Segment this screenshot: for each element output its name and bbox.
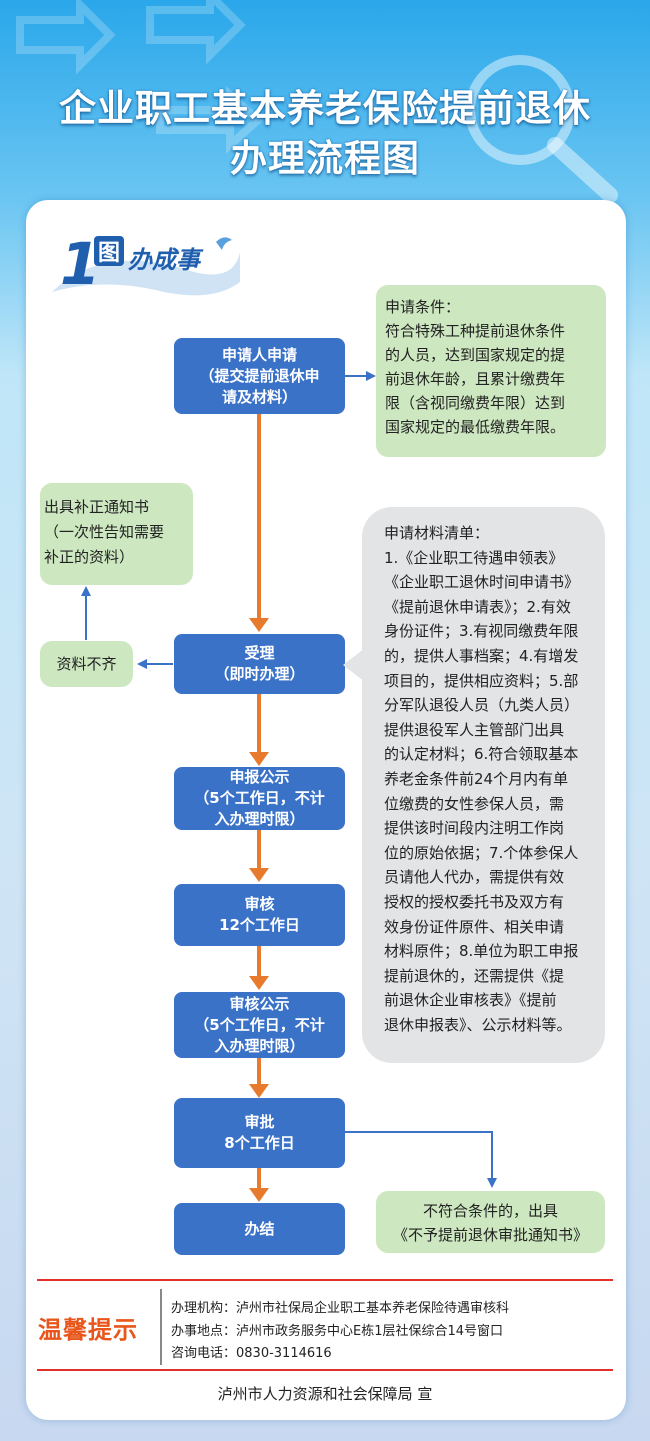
conditions-line: 国家规定的最低缴费年限。 [385, 418, 566, 436]
conditions-line: 的人员，达到国家规定的提 [385, 346, 566, 364]
materials-line: 提供退役军人主管部门出具 [384, 720, 565, 739]
materials-line: 的认定材料；6.符合领取基本 [384, 745, 579, 764]
correction-line: 出具补正通知书 [44, 498, 150, 516]
materials-line: 养老金条件前24个月内有单 [384, 769, 569, 788]
step-apply-line2: （提交提前退休申 [199, 366, 320, 385]
step-accept: 受理 （即时办理） [174, 634, 345, 694]
materials-line: 效身份证件原件、相关申请 [384, 917, 565, 936]
rejection-note: 不符合条件的，出具 《不予提前退休审批通知书》 [376, 1191, 605, 1253]
step-report-line1: 申报公示 [229, 768, 290, 786]
tips-bottom-divider [37, 1369, 613, 1371]
one-picture-logo: 1 图 办成事 [52, 230, 240, 298]
tips-location: 办事地点：泸州市政务服务中心E栋1层社保综合14号窗口 [171, 1324, 504, 1339]
materials-line: 授权的授权委托书及双方有 [384, 892, 565, 911]
step-review-publicity-line2: （5个工作日，不计 [194, 1015, 325, 1034]
materials-line: 员请他人代办，需提供有效 [384, 868, 565, 887]
step-accept-line1: 受理 [244, 644, 275, 662]
step-accept-line2: （即时办理） [214, 665, 305, 683]
conditions-line: 符合特殊工种提前退休条件 [385, 322, 566, 340]
correction-line: （一次性告知需要 [44, 523, 165, 541]
materials-line: 1.《企业职工待遇申领表》 [384, 548, 564, 567]
tips-agency: 办理机构：泸州市社保局企业职工基本养老保险待遇审核科 [171, 1301, 510, 1316]
step-review-line1: 审核 [244, 895, 275, 913]
step-review: 审核 12个工作日 [174, 884, 345, 946]
step-approve: 审批 8个工作日 [174, 1098, 345, 1168]
tips-separator [160, 1289, 162, 1365]
step-apply: 申请人申请 （提交提前退休申 请及材料） [174, 338, 345, 414]
footer-publisher: 泸州市人力资源和社会保障局 宣 [217, 1385, 433, 1403]
correction-line: 补正的资料） [44, 548, 135, 566]
rejection-line: 不符合条件的，出具 [422, 1202, 558, 1220]
correction-note: 出具补正通知书 （一次性告知需要 补正的资料） [40, 483, 193, 585]
step-review-line2: 12个工作日 [219, 916, 300, 934]
step-finish-line1: 办结 [244, 1219, 275, 1238]
step-review-publicity-line3: 入办理时限） [214, 1036, 305, 1055]
rejection-line: 《不予提前退休审批通知书》 [392, 1226, 588, 1244]
materials-line: 的，提供人事档案；4.有增发 [384, 646, 579, 665]
materials-note: 申请材料清单： 1.《企业职工待遇申领表》 《企业职工退休时间申请书》 《提前退… [362, 507, 605, 1063]
materials-line: 《提前退休申请表》；2.有效 [384, 597, 571, 616]
step-approve-line2: 8个工作日 [224, 1134, 295, 1152]
logo-number: 1 [60, 230, 100, 298]
step-finish: 办结 [174, 1203, 345, 1255]
step-apply-line1: 申请人申请 [221, 345, 297, 364]
materials-line: 位的原始依据；7.个体参保人 [384, 843, 579, 862]
step-review-publicity-line1: 审核公示 [229, 994, 290, 1013]
header-decoration [16, 0, 618, 203]
conditions-line: 申请条件： [385, 298, 461, 316]
materials-line: 提前退休的，还需提供《提 [384, 966, 565, 985]
materials-line: 位缴费的女性参保人员，需 [384, 794, 565, 813]
step-approve-line1: 审批 [244, 1113, 275, 1131]
materials-line: 《企业职工退休时间申请书》 [384, 573, 580, 592]
logo-word2: 办成事 [128, 246, 204, 274]
materials-line: 身份证件；3.有视同缴费年限 [384, 622, 579, 641]
conditions-note: 申请条件： 符合特殊工种提前退休条件 的人员，达到国家规定的提 前退休年龄，且累… [376, 285, 606, 457]
materials-line: 分军队退役人员（九类人员） [384, 696, 580, 715]
tips-title: 温馨提示 [38, 1316, 138, 1344]
page-title-line1: 企业职工基本养老保险提前退休 [59, 87, 591, 130]
materials-pointer [343, 648, 365, 682]
materials-line: 前退休企业审核表》《提前 [384, 991, 557, 1010]
step-report-line3: 入办理时限） [214, 810, 305, 828]
materials-line: 项目的，提供相应资料；5.部 [384, 671, 579, 690]
step-review-publicity: 审核公示 （5个工作日，不计 入办理时限） [174, 992, 345, 1058]
tips-phone: 咨询电话：0830-3114616 [171, 1346, 332, 1361]
step-apply-line3: 请及材料） [221, 387, 297, 406]
materials-line: 提供该时间段内注明工作岗 [384, 819, 565, 838]
conditions-line: 前退休年龄，且累计缴费年 [385, 370, 566, 388]
tips-top-divider [37, 1279, 613, 1281]
materials-line: 材料原件；8.单位为职工申报 [384, 942, 579, 961]
incomplete-label: 资料不齐 [56, 655, 117, 673]
conditions-line: 限（含视同缴费年限）达到 [385, 394, 566, 412]
step-report: 申报公示 （5个工作日，不计 入办理时限） [174, 767, 345, 830]
page-title-line2: 办理流程图 [230, 137, 420, 180]
step-report-line2: （5个工作日，不计 [194, 789, 325, 807]
incomplete-note: 资料不齐 [40, 641, 133, 687]
logo-word1: 图 [98, 241, 120, 266]
materials-line: 申请材料清单： [384, 524, 490, 542]
materials-line: 退休申报表》、公示材料等。 [384, 1015, 572, 1034]
